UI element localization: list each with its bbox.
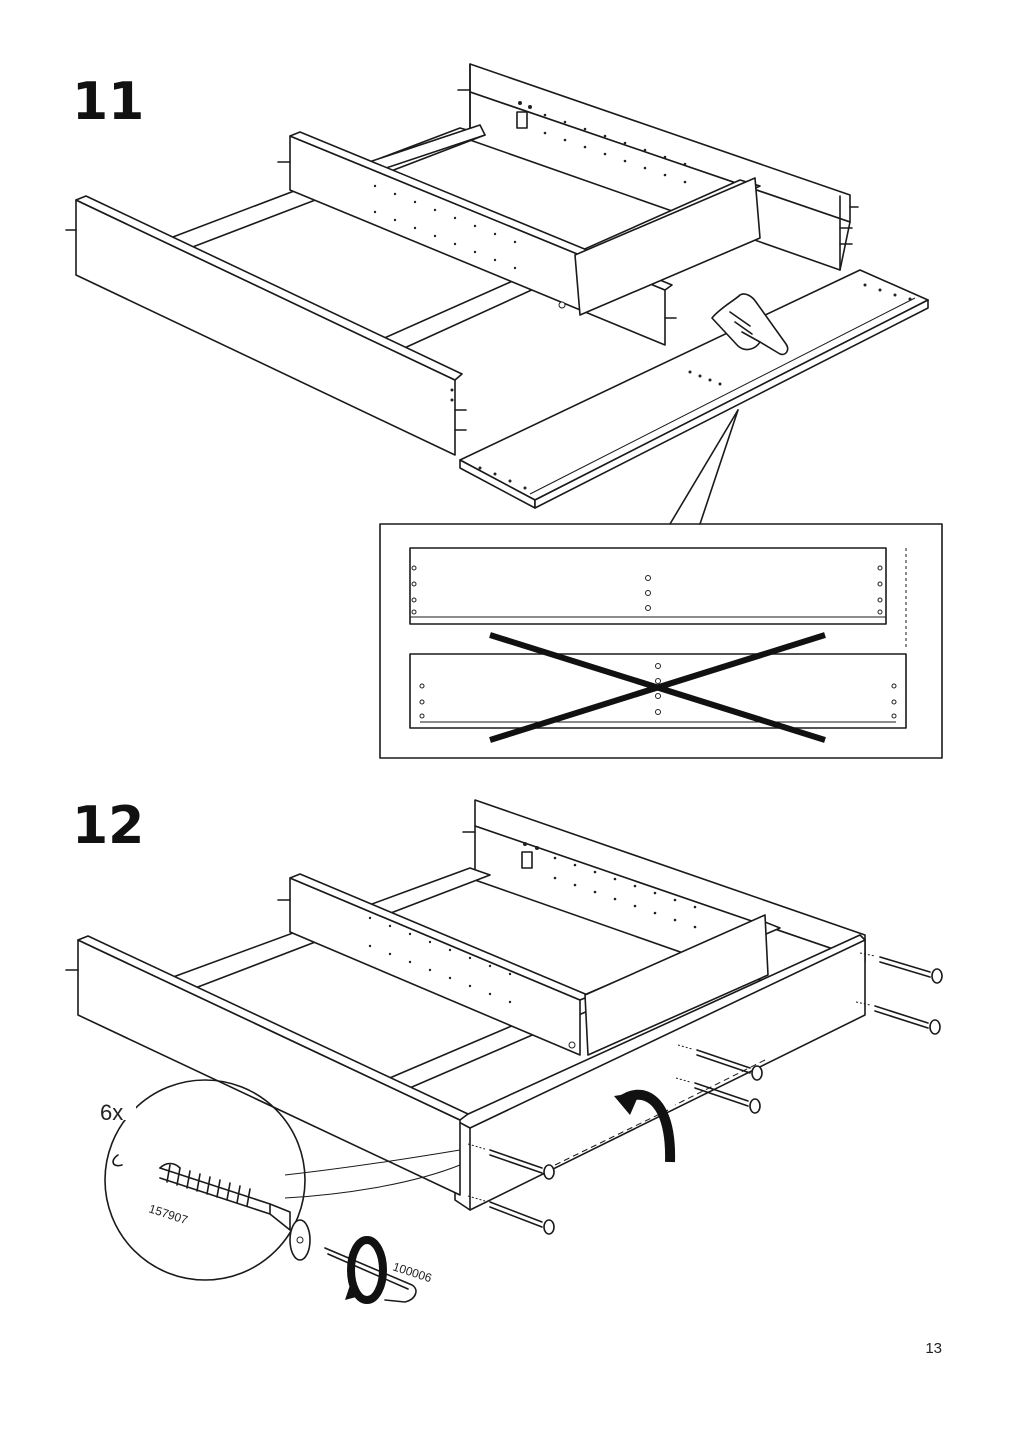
- screw: [677, 1044, 763, 1081]
- short-divider: [574, 177, 761, 316]
- hole-icon: [112, 1154, 123, 1167]
- shelf-hole-row: [543, 113, 687, 184]
- bottom-panel-edge-front: [534, 299, 929, 509]
- step12-illustration: 6x 157907 100006: [65, 799, 943, 1304]
- screw-magnified: [159, 1162, 311, 1261]
- rotate-arrow-icon: [614, 1089, 676, 1163]
- bottom-panel: [459, 269, 929, 501]
- bottom-panel-12: [454, 934, 866, 1211]
- divider-hole-row: [373, 184, 517, 270]
- screw-set: [467, 952, 943, 1235]
- pointing-hand-icon: [711, 293, 789, 356]
- divider-panel-12: [289, 877, 581, 1056]
- page-number: 13: [925, 1340, 942, 1357]
- step-number-12: 12: [72, 796, 145, 856]
- front-panel: [75, 199, 456, 456]
- shelf-hole-row-12: [553, 856, 697, 929]
- divider-panel-top: [289, 131, 673, 291]
- hex-key-tool: [324, 1236, 417, 1304]
- front-panel-top: [75, 195, 463, 381]
- screw: [859, 952, 943, 984]
- screw-detail-circle: [104, 1079, 306, 1281]
- screw: [855, 1001, 941, 1035]
- screw-part-number: 157907: [147, 1202, 190, 1228]
- short-divider-12: [584, 914, 769, 1056]
- orientation-detail-box: [379, 523, 943, 759]
- cam-fitting-12: [521, 851, 533, 869]
- screw: [467, 1195, 555, 1235]
- step11-illustration: [65, 63, 943, 759]
- divider-hole-row-12: [368, 916, 512, 1004]
- tool-part-number: 100006: [391, 1260, 434, 1286]
- screw: [675, 1077, 761, 1114]
- step-number-11: 11: [72, 72, 145, 132]
- quantity-label: 6x: [100, 1100, 123, 1125]
- screw: [467, 1143, 555, 1180]
- front-panel-top-12: [77, 935, 469, 1121]
- cam-fitting: [516, 111, 528, 129]
- incorrect-cross-icon: [489, 632, 826, 743]
- correct-orientation-panel: [409, 547, 887, 625]
